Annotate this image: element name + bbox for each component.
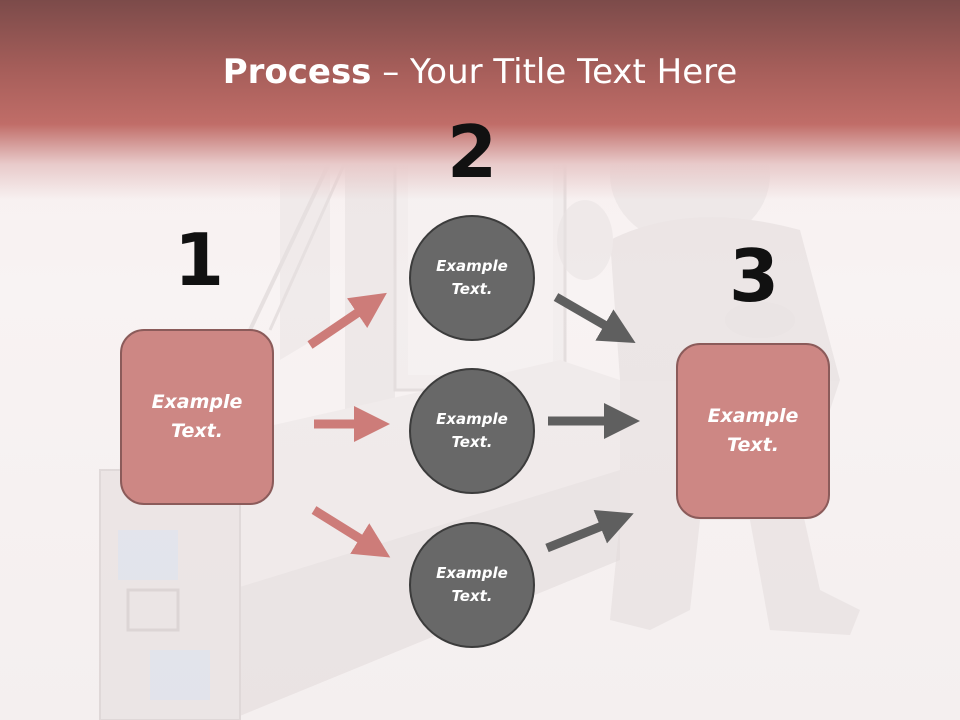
- step-number-1: 1: [173, 218, 225, 302]
- step-2-circle-bottom: Example Text.: [409, 522, 535, 648]
- step-3-text: Example Text.: [707, 405, 799, 456]
- title-rest: – Your Title Text Here: [371, 52, 738, 92]
- step-3-box: Example Text.: [676, 343, 830, 519]
- arrow-1-to-2a: [307, 292, 387, 349]
- header-band: [0, 0, 960, 200]
- step-1-text: Example Text.: [151, 391, 243, 442]
- step-1-box: Example Text.: [120, 329, 274, 505]
- arrow-2c-to-3: [545, 509, 634, 553]
- step-number-3: 3: [728, 234, 780, 318]
- step-2-text-bottom: Example Text.: [436, 564, 508, 605]
- step-number-2: 2: [446, 110, 498, 194]
- arrow-1-to-2c: [311, 506, 391, 558]
- step-2-circle-top: Example Text.: [409, 215, 535, 341]
- step-2-text-middle: Example Text.: [436, 410, 508, 451]
- step-2-circle-middle: Example Text.: [409, 368, 535, 494]
- arrow-2a-to-3: [553, 293, 636, 344]
- title-bold: Process: [222, 52, 372, 92]
- step-2-text-top: Example Text.: [436, 257, 508, 298]
- slide-title: Process – Your Title Text Here: [0, 52, 960, 92]
